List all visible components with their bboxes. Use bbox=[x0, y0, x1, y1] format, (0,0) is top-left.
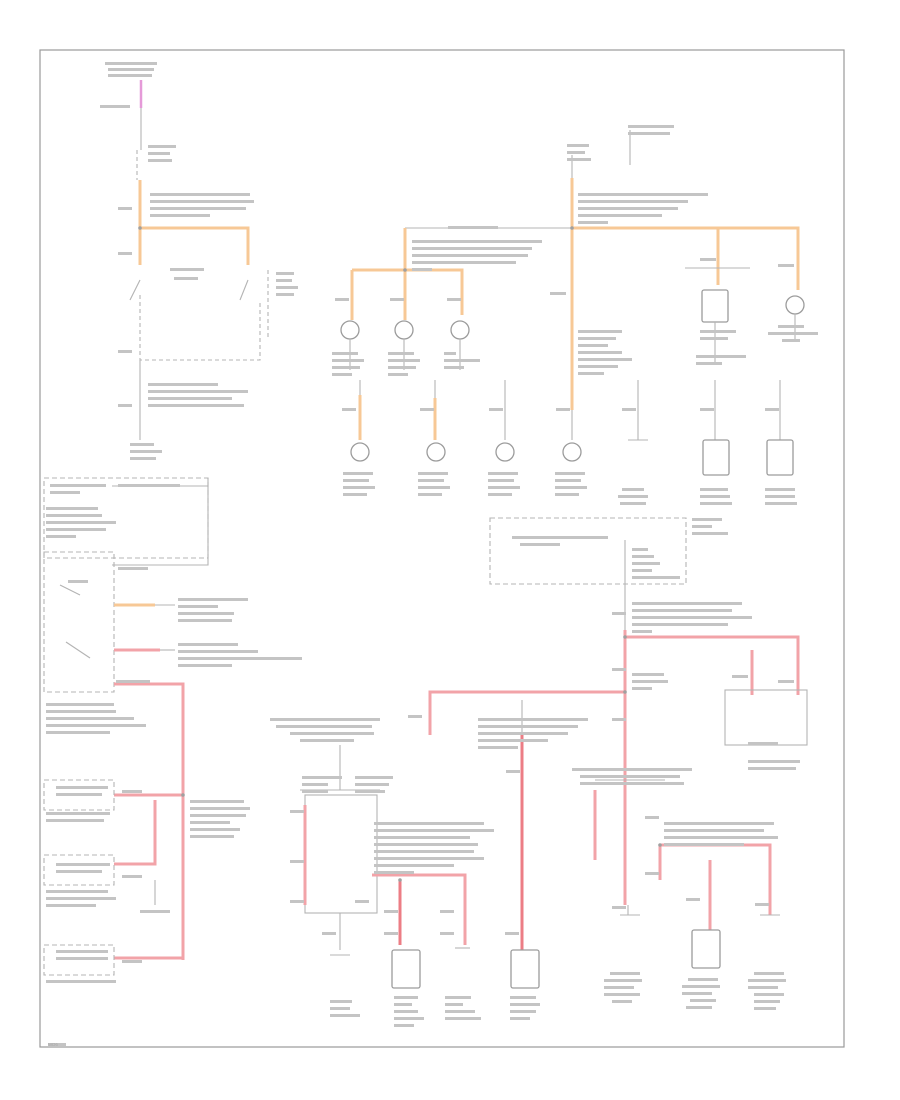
top-lamp-row bbox=[340, 289, 805, 370]
label-marks bbox=[46, 62, 818, 1046]
second-lamp-row bbox=[350, 380, 794, 476]
lamp-icon bbox=[495, 442, 515, 462]
footer-code: WD6 bbox=[48, 1042, 58, 1047]
ground-distribution bbox=[489, 517, 687, 610]
module-icon bbox=[701, 289, 729, 323]
lamp-icon bbox=[450, 320, 470, 340]
bottom-components bbox=[330, 914, 780, 989]
junction-dots bbox=[138, 226, 662, 882]
left-switch-blocks bbox=[43, 477, 209, 976]
module-icon bbox=[391, 949, 421, 989]
lamp-icon bbox=[426, 442, 446, 462]
lamp-icon bbox=[340, 320, 360, 340]
diagram-frame bbox=[39, 49, 845, 1048]
module-icon bbox=[766, 439, 794, 476]
lamp-icon bbox=[562, 442, 582, 462]
lamp-icon bbox=[350, 442, 370, 462]
top-right-feeds bbox=[350, 130, 800, 410]
lamp-icon bbox=[785, 295, 805, 315]
module-icon bbox=[702, 439, 730, 476]
module-icon bbox=[510, 949, 540, 989]
left-power-feed bbox=[129, 80, 269, 440]
module-icon bbox=[691, 929, 721, 969]
lamp-icon bbox=[394, 320, 414, 340]
